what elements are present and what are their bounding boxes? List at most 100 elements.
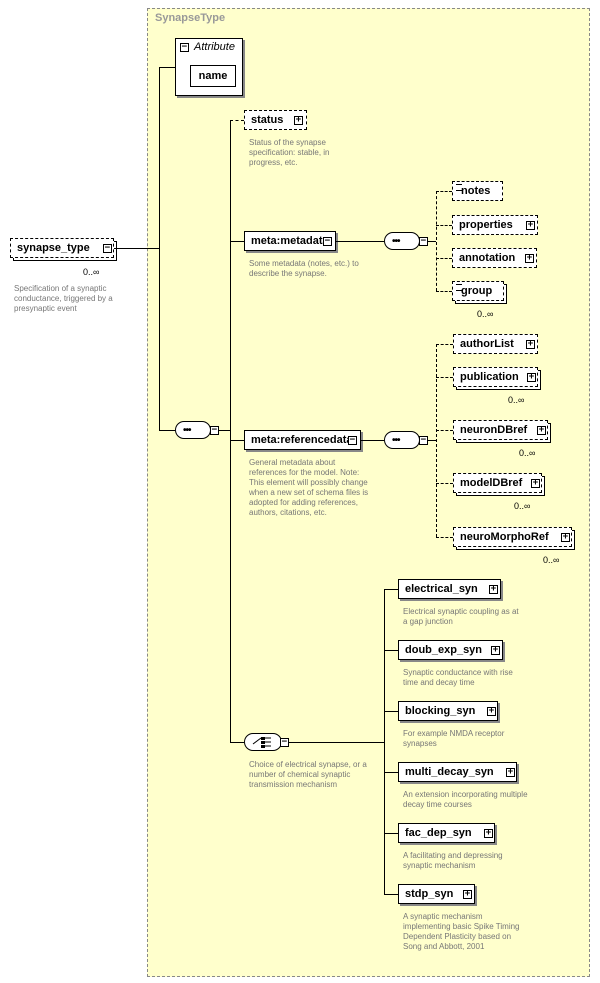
connector bbox=[428, 440, 436, 441]
element-properties[interactable]: properties + bbox=[452, 215, 538, 235]
expand-icon[interactable]: + bbox=[484, 828, 493, 838]
choice-description: Choice of electrical synapse, or a numbe… bbox=[249, 760, 367, 789]
collapse-icon[interactable]: − bbox=[180, 42, 189, 52]
element-blocking-syn[interactable]: blocking_syn + bbox=[398, 701, 498, 721]
sequence-compositor: ••• bbox=[175, 421, 211, 439]
stdp-syn-description: A synaptic mechanism implementing basic … bbox=[403, 912, 520, 951]
connector bbox=[114, 248, 159, 249]
element-multi-decay-syn[interactable]: multi_decay_syn + bbox=[398, 762, 517, 782]
element-doub-exp-syn[interactable]: doub_exp_syn + bbox=[398, 640, 503, 660]
connector bbox=[436, 258, 452, 259]
expand-icon[interactable]: + bbox=[537, 425, 546, 435]
collapse-icon[interactable]: − bbox=[419, 236, 428, 246]
fac-dep-syn-description: A facilitating and depressing synaptic m… bbox=[403, 851, 503, 870]
element-publication[interactable]: publication + bbox=[453, 367, 538, 387]
expand-icon[interactable]: + bbox=[506, 767, 515, 777]
documentation-icon bbox=[456, 184, 462, 191]
expand-icon[interactable]: + bbox=[525, 253, 534, 263]
expand-icon[interactable]: + bbox=[491, 645, 500, 655]
element-stdp-syn[interactable]: stdp_syn + bbox=[398, 884, 475, 904]
connector bbox=[289, 742, 384, 743]
connector bbox=[336, 241, 384, 242]
element-neuromorphoref[interactable]: neuroMorphoRef + bbox=[453, 527, 572, 547]
attribute-header: Attribute bbox=[194, 41, 235, 53]
element-modeldbref[interactable]: modelDBref + bbox=[453, 473, 542, 493]
modeldbref-label: modelDBref bbox=[460, 477, 523, 489]
expand-icon[interactable]: + bbox=[527, 372, 536, 382]
connector bbox=[428, 241, 436, 242]
connector bbox=[436, 483, 453, 484]
root-element-synapse-type[interactable]: synapse_type − bbox=[10, 238, 114, 258]
electrical-syn-label: electrical_syn bbox=[405, 583, 478, 595]
connector bbox=[159, 430, 175, 431]
attribute-name[interactable]: name bbox=[190, 65, 236, 87]
connector bbox=[230, 742, 244, 743]
connector bbox=[436, 377, 453, 378]
notes-label: notes bbox=[461, 185, 491, 197]
expand-icon[interactable]: + bbox=[463, 889, 472, 899]
element-meta-metadata[interactable]: meta:metadata − bbox=[244, 231, 336, 251]
element-status[interactable]: status + bbox=[244, 110, 307, 130]
connector bbox=[219, 430, 230, 431]
documentation-icon bbox=[456, 284, 462, 291]
collapse-icon[interactable]: − bbox=[323, 236, 332, 246]
group-cardinality: 0..∞ bbox=[477, 309, 494, 319]
doub-exp-syn-label: doub_exp_syn bbox=[405, 644, 483, 656]
connector bbox=[384, 894, 398, 895]
multi-decay-syn-description: An extension incorporating multiple deca… bbox=[403, 790, 528, 809]
properties-label: properties bbox=[459, 219, 513, 231]
connector bbox=[436, 344, 437, 537]
connector bbox=[384, 650, 398, 651]
choice-icon bbox=[252, 737, 271, 748]
expand-icon[interactable]: + bbox=[487, 706, 496, 716]
element-annotation[interactable]: annotation + bbox=[452, 248, 537, 268]
collapse-icon[interactable]: − bbox=[419, 435, 428, 445]
expand-icon[interactable]: + bbox=[531, 478, 540, 488]
element-fac-dep-syn[interactable]: fac_dep_syn + bbox=[398, 823, 495, 843]
connector bbox=[230, 120, 231, 742]
connector bbox=[230, 120, 244, 121]
publication-cardinality: 0..∞ bbox=[508, 395, 525, 405]
element-neurondbref[interactable]: neuronDBref + bbox=[453, 420, 548, 440]
connector bbox=[436, 225, 452, 226]
multi-decay-syn-label: multi_decay_syn bbox=[405, 766, 494, 778]
expand-icon[interactable]: + bbox=[294, 115, 303, 125]
sequence-compositor: ••• bbox=[384, 232, 420, 250]
expand-icon[interactable]: + bbox=[526, 220, 535, 230]
connector bbox=[436, 191, 437, 291]
collapse-icon[interactable]: − bbox=[210, 425, 219, 435]
annotation-label: annotation bbox=[459, 252, 516, 264]
referencedata-description: General metadata about references for th… bbox=[249, 458, 369, 517]
element-group[interactable]: group bbox=[452, 281, 504, 301]
collapse-icon[interactable]: − bbox=[103, 243, 112, 253]
status-description: Status of the synapse specification: sta… bbox=[249, 138, 330, 167]
blocking-syn-description: For example NMDA receptor synapses bbox=[403, 729, 505, 748]
sequence-compositor: ••• bbox=[384, 431, 420, 449]
expand-icon[interactable]: + bbox=[526, 339, 535, 349]
stdp-syn-label: stdp_syn bbox=[405, 888, 454, 900]
neurondbref-cardinality: 0..∞ bbox=[519, 448, 536, 458]
status-label: status bbox=[251, 114, 284, 126]
root-description: Specification of a synaptic conductance,… bbox=[14, 284, 113, 313]
element-notes[interactable]: notes bbox=[452, 181, 503, 201]
expand-icon[interactable]: + bbox=[489, 584, 498, 594]
element-electrical-syn[interactable]: electrical_syn + bbox=[398, 579, 501, 599]
attribute-name-label: name bbox=[198, 70, 228, 82]
root-cardinality: 0..∞ bbox=[83, 267, 100, 277]
root-label: synapse_type bbox=[17, 242, 90, 254]
fac-dep-syn-label: fac_dep_syn bbox=[405, 827, 472, 839]
element-authorlist[interactable]: authorList + bbox=[453, 334, 538, 354]
collapse-icon[interactable]: − bbox=[348, 435, 357, 445]
group-label: group bbox=[461, 285, 493, 297]
connector bbox=[436, 191, 452, 192]
connector bbox=[436, 344, 453, 345]
connector bbox=[361, 440, 384, 441]
connector bbox=[159, 67, 160, 430]
expand-icon[interactable]: + bbox=[561, 532, 570, 542]
authorlist-label: authorList bbox=[460, 338, 514, 350]
choice-compositor bbox=[244, 733, 282, 751]
collapse-icon[interactable]: − bbox=[280, 737, 289, 747]
electrical-syn-description: Electrical synaptic coupling as at a gap… bbox=[403, 607, 519, 626]
element-meta-referencedata[interactable]: meta:referencedata − bbox=[244, 430, 361, 450]
neurondbref-label: neuronDBref bbox=[460, 424, 528, 436]
